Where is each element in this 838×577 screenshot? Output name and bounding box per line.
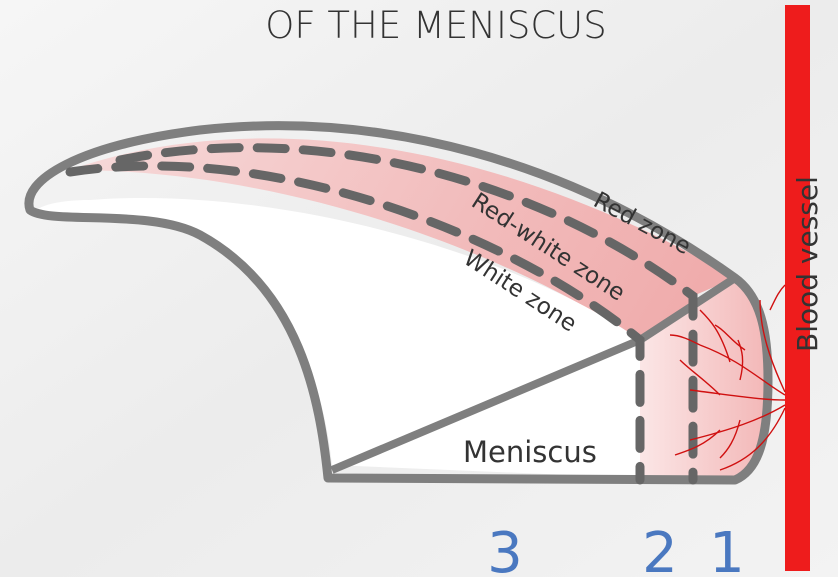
zone-number-2: 2 — [642, 521, 678, 577]
red-zone-boundary — [115, 143, 698, 485]
blood-vessel — [785, 5, 810, 571]
meniscus-outline — [24, 121, 773, 485]
zone-divider-line — [637, 274, 738, 344]
red-white-zone-boundary — [65, 161, 645, 485]
inner-floor-line — [330, 336, 642, 474]
meniscus-label: Meniscus — [463, 435, 597, 469]
blood-vessel-label: Blood vessel — [791, 176, 824, 352]
capillaries — [669, 284, 786, 471]
zone-number-3: 3 — [487, 521, 523, 577]
zone-number-1: 1 — [709, 521, 745, 577]
diagram-title: OF THE MENISCUS — [265, 4, 607, 47]
